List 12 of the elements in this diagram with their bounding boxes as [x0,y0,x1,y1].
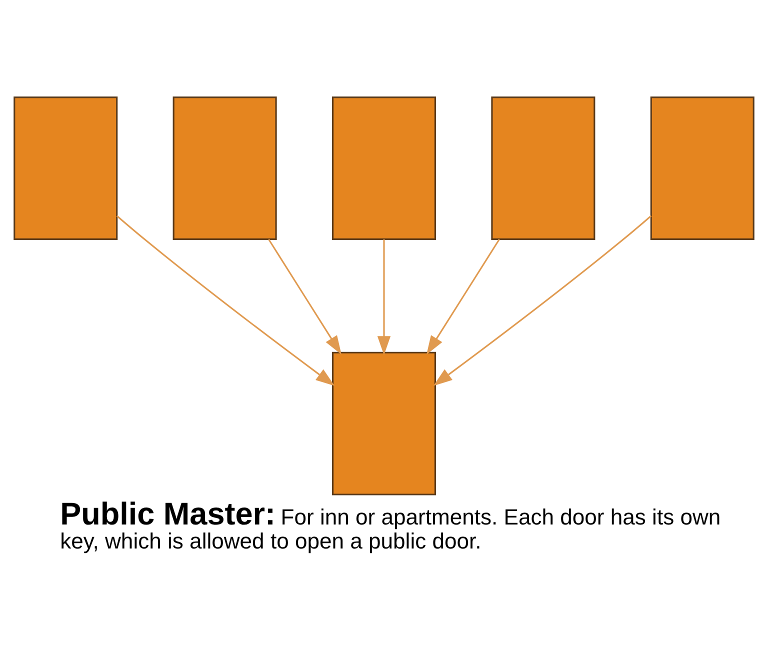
arrow [377,239,391,356]
arrow [268,238,342,355]
node-box [14,96,118,240]
node-box [332,352,436,496]
node-box [650,96,754,240]
node-box [491,96,596,240]
arrow [116,215,335,386]
node-box [172,96,277,240]
arrow [433,215,652,386]
caption: For inn or apartments. Each door has its own [280,504,721,530]
node-box [332,96,436,240]
arrow [426,238,500,355]
